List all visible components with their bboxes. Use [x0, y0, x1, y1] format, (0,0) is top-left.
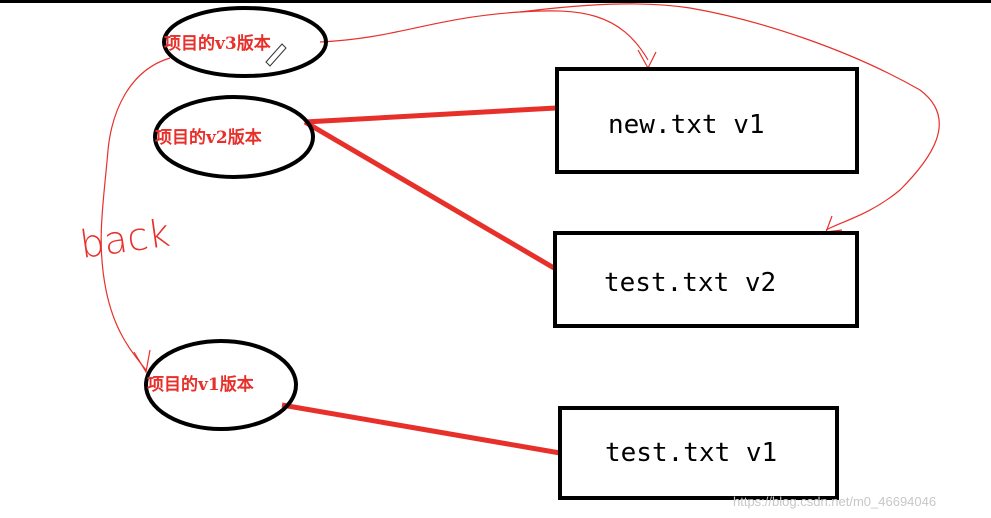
file-new-v1: new.txt v1: [608, 110, 765, 140]
ellipse-v1: [144, 339, 298, 431]
back-arrow: [100, 57, 171, 371]
label-v1: 项目的v1版本: [147, 374, 254, 395]
box-new-v1: [555, 67, 859, 174]
connector-v1-test1: [281, 402, 561, 456]
connector-v2-new: [304, 105, 557, 125]
back-annotation: back: [77, 211, 173, 267]
watermark: https://blog.csdn.net/m0_46694046: [733, 494, 936, 509]
file-test-v2: test.txt v2: [604, 268, 776, 298]
label-v2: 项目的v2版本: [155, 127, 262, 148]
file-test-v1: test.txt v1: [605, 438, 777, 468]
arrow-v3-to-new: [319, 10, 649, 61]
connector-v2-test2: [303, 119, 556, 271]
ellipse-v3: [162, 6, 328, 78]
pen-cursor-icon: [265, 43, 287, 67]
top-border: [0, 0, 991, 3]
box-test-v1: [558, 406, 839, 500]
arrowhead-back: [133, 349, 151, 374]
ellipse-v2: [153, 95, 315, 179]
arrow-v3-to-test2: [519, 3, 940, 231]
label-v3: 项目的v3版本: [164, 33, 271, 54]
box-test-v2: [553, 231, 859, 328]
